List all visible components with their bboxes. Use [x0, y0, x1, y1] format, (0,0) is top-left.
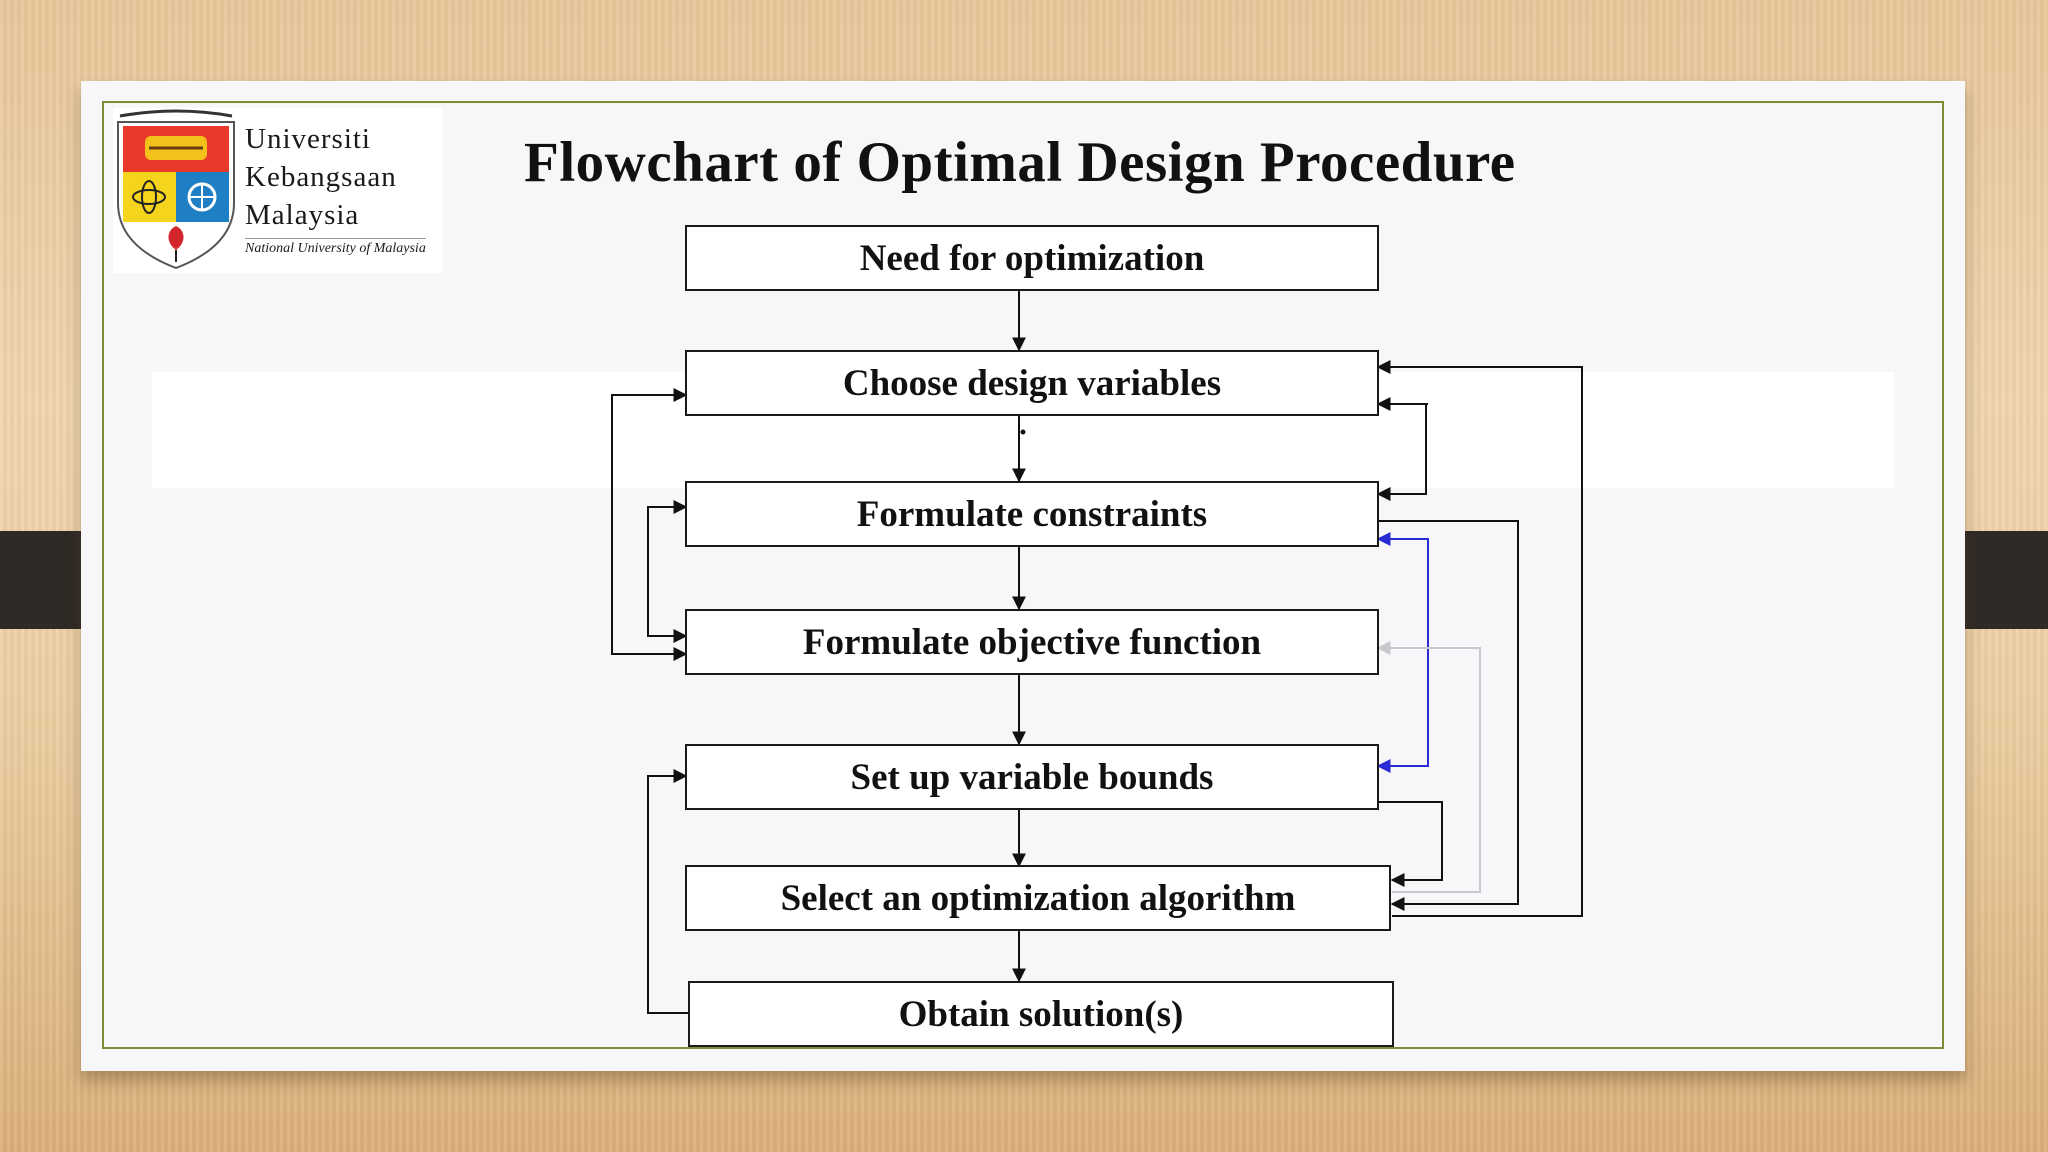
step-label: Formulate objective function	[802, 621, 1262, 663]
loop-right-variables	[1376, 360, 1583, 917]
slide-title: Flowchart of Optimal Design Procedure	[524, 131, 1516, 194]
loop-right-grey	[1376, 641, 1481, 893]
step-obtain-solutions: Obtain solution(s)	[688, 981, 1394, 1047]
step-need-for-optimization: Need for optimization	[685, 225, 1379, 291]
step-label: Need for optimization	[859, 237, 1205, 279]
step-label: Formulate constraints	[856, 493, 1208, 535]
loop-right-small	[1376, 403, 1428, 501]
crest-icon	[117, 109, 235, 270]
step-choose-design-variables: Choose design variables	[685, 350, 1379, 416]
step-label: Obtain solution(s)	[898, 993, 1184, 1035]
logo-line-1: Universiti	[245, 123, 371, 155]
step-select-optimization-algorithm: Select an optimization algorithm	[685, 865, 1391, 931]
step-label: Choose design variables	[842, 362, 1222, 404]
loop-left-bottom	[647, 769, 690, 1014]
logo-tagline: National University of Malaysia	[245, 238, 426, 257]
logo-line-3: Malaysia	[245, 199, 360, 231]
step-set-up-variable-bounds: Set up variable bounds	[685, 744, 1379, 810]
loop-right-bounds	[1378, 801, 1443, 887]
slide-inner-border	[102, 101, 1944, 1049]
logo-line-2: Kebangsaan	[245, 161, 397, 193]
step-formulate-objective-function: Formulate objective function	[685, 609, 1379, 675]
step-formulate-constraints: Formulate constraints	[685, 481, 1379, 547]
loop-right-blue	[1376, 538, 1429, 773]
loop-right-constraints	[1378, 520, 1519, 911]
step-label: Set up variable bounds	[850, 756, 1214, 798]
logo-wordmark: Universiti Kebangsaan Malaysia National …	[245, 120, 426, 257]
step-label: Select an optimization algorithm	[780, 877, 1296, 919]
university-logo: Universiti Kebangsaan Malaysia National …	[113, 108, 443, 273]
stray-dot	[1020, 429, 1026, 435]
loop-left-inner	[647, 506, 688, 643]
